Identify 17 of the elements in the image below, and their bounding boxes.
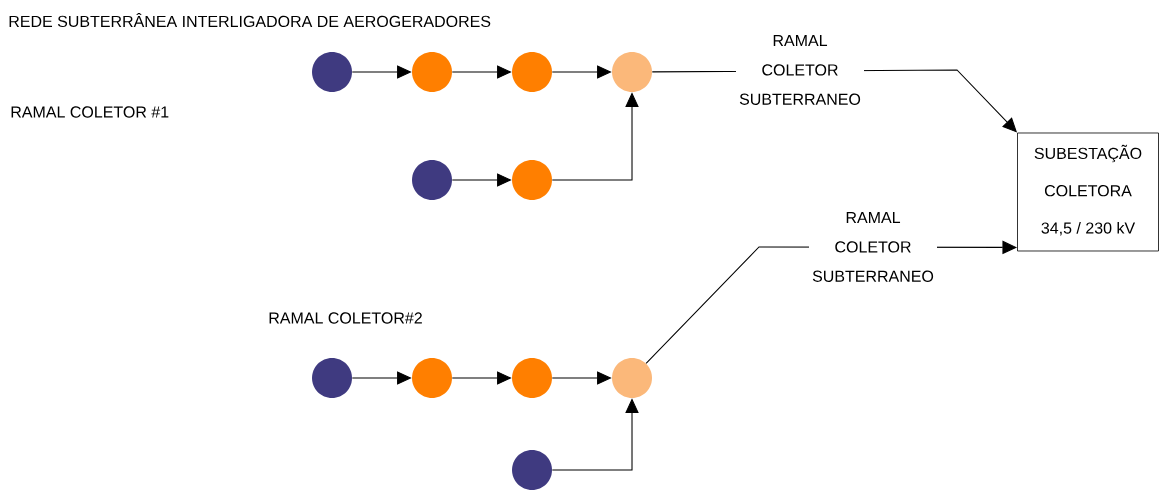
turbine-circle [512, 358, 552, 398]
edge-label: RAMAL COLETOR SUBTERRANEO [736, 35, 864, 105]
turbine-circle [412, 358, 452, 398]
turbine-circle [312, 358, 352, 398]
title: REDE SUBTERRÂNEA INTERLIGADORA DE AEROGERADORES [9, 12, 491, 28]
turbine-circle [512, 52, 552, 92]
turbine-circle [512, 160, 552, 200]
turbine-circle [412, 52, 452, 92]
turbine-circle [612, 358, 652, 398]
substation-box: SUBESTAÇÃO COLETORA 34,5 / 230 kV [1017, 132, 1159, 252]
turbine-circle [612, 52, 652, 92]
branch-label: RAMAL COLETOR #1 [11, 106, 169, 118]
edge-label: RAMAL COLETOR SUBTERRANEO [809, 212, 937, 282]
branch-label: RAMAL COLETOR#2 [269, 312, 422, 324]
turbine-circle [312, 52, 352, 92]
turbine-circle [512, 450, 552, 490]
turbine-circle [412, 160, 452, 200]
